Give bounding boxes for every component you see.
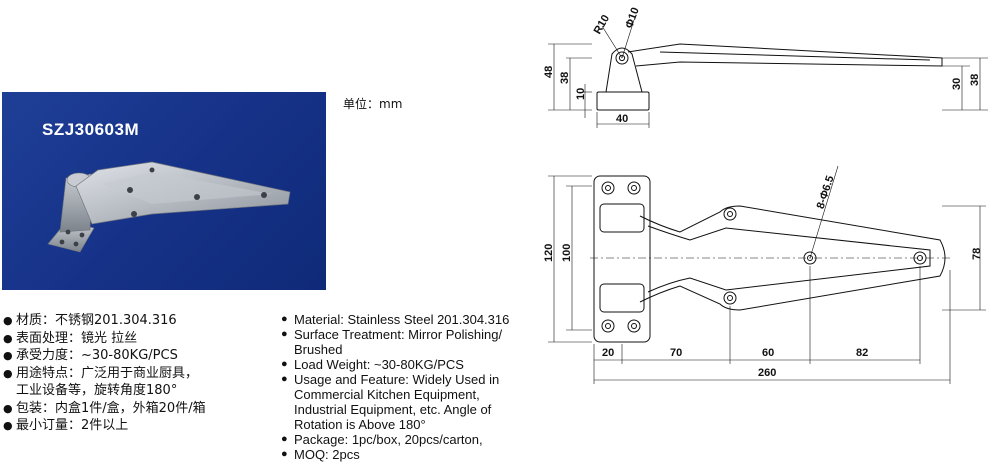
- spec-text-cont: Commercial Kitchen Equipment,: [294, 387, 480, 402]
- dim-38-left: 38: [559, 72, 571, 84]
- spec-text: Material: Stainless Steel 201.304.316: [294, 312, 510, 327]
- bullet-icon: ●: [281, 433, 288, 445]
- dim-20: 20: [602, 347, 614, 359]
- spec-text: 表面处理：镜光 拉丝: [16, 330, 138, 346]
- top-view: [548, 165, 986, 384]
- dim-38-right: 38: [969, 74, 981, 86]
- spec-text: 材质：不锈钢201.304.316: [16, 313, 177, 328]
- spec-text: Load Weight: ~30-80KG/PCS: [294, 357, 464, 372]
- spec-item-usage-en: ● Usage and Feature: Widely Used in Comm…: [280, 372, 550, 432]
- spec-item-material-en: ● Material: Stainless Steel 201.304.316: [280, 312, 550, 327]
- bullet-icon: ●: [281, 313, 288, 325]
- dim-30: 30: [951, 78, 963, 90]
- spec-item-moq-en: ● MOQ: 2pcs: [280, 447, 550, 462]
- model-number: SZJ30603M: [42, 120, 140, 139]
- spec-list-english: ● Material: Stainless Steel 201.304.316 …: [280, 312, 550, 462]
- dim-48: 48: [543, 66, 555, 78]
- spec-text-cont: Industrial Equipment, etc. Angle of: [294, 402, 492, 417]
- spec-item-usage-cn: ● 用途特点：广泛用于商业厨具， 工业设备等，旋转角度180°: [2, 365, 272, 400]
- spec-text: 用途特点：广泛用于商业厨具，: [16, 365, 199, 381]
- dim-78: 78: [971, 248, 983, 260]
- spec-item-package-en: ● Package: 1pc/box, 20pcs/carton,: [280, 432, 550, 447]
- spec-item-load-cn: ● 承受力度：~30-80KG/PCS: [2, 347, 272, 365]
- dim-10: 10: [575, 88, 587, 100]
- bullet-icon: ●: [3, 314, 13, 327]
- dim-120: 120: [543, 244, 555, 262]
- dim-r10: R10: [592, 13, 612, 36]
- spec-text: 最小订量：2件以上: [16, 418, 129, 433]
- dim-260: 260: [758, 367, 776, 379]
- spec-item-package-cn: ● 包装：内盒1件/盒，外箱20件/箱: [2, 400, 272, 418]
- spec-item-material-cn: ● 材质：不锈钢201.304.316: [2, 312, 272, 330]
- dim-82: 82: [856, 347, 868, 359]
- spec-text: 包装：内盒1件/盒，外箱20件/箱: [16, 400, 206, 416]
- spec-text: Surface Treatment: Mirror Polishing/: [294, 327, 503, 342]
- bullet-icon: ●: [3, 366, 13, 380]
- bullet-icon: ●: [3, 349, 13, 362]
- dim-holes: 8-Φ6.5: [815, 174, 837, 210]
- spec-text-cont: Brushed: [294, 342, 343, 357]
- technical-drawing: R10 Φ10 48 38 10 40 30 38 120 100 78 8-Φ…: [543, 6, 988, 384]
- bullet-icon: ●: [3, 331, 13, 345]
- bullet-icon: ●: [281, 328, 288, 340]
- spec-item-load-en: ● Load Weight: ~30-80KG/PCS: [280, 357, 550, 372]
- spec-text: Usage and Feature: Widely Used in: [294, 372, 500, 387]
- bullet-icon: ●: [281, 358, 288, 370]
- product-photo-panel: SZJ30603M: [2, 92, 326, 290]
- spec-item-surface-en: ● Surface Treatment: Mirror Polishing/ B…: [280, 327, 550, 357]
- bullet-icon: ●: [3, 401, 13, 415]
- dim-70: 70: [670, 347, 682, 359]
- spec-text: MOQ: 2pcs: [294, 447, 360, 462]
- dim-40: 40: [616, 113, 628, 125]
- spec-item-moq-cn: ● 最小订量：2件以上: [2, 417, 272, 435]
- spec-text: Package: 1pc/box, 20pcs/carton,: [294, 432, 483, 447]
- spec-item-surface-cn: ● 表面处理：镜光 拉丝: [2, 330, 272, 348]
- spec-text-cont: Rotation is Above 180°: [294, 417, 426, 432]
- bullet-icon: ●: [281, 448, 288, 460]
- spec-list-chinese: ● 材质：不锈钢201.304.316 ● 表面处理：镜光 拉丝 ● 承受力度：…: [2, 312, 272, 435]
- hinge-photo: [47, 161, 291, 253]
- dim-phi10: Φ10: [623, 6, 642, 30]
- dim-60: 60: [762, 347, 774, 359]
- spec-text-cont: 工业设备等，旋转角度180°: [16, 383, 178, 398]
- bullet-icon: ●: [3, 419, 13, 432]
- dim-100: 100: [561, 244, 573, 262]
- side-view: [548, 19, 988, 128]
- unit-label: 单位：mm: [343, 97, 403, 111]
- bullet-icon: ●: [281, 373, 288, 385]
- spec-text: 承受力度：~30-80KG/PCS: [16, 348, 178, 363]
